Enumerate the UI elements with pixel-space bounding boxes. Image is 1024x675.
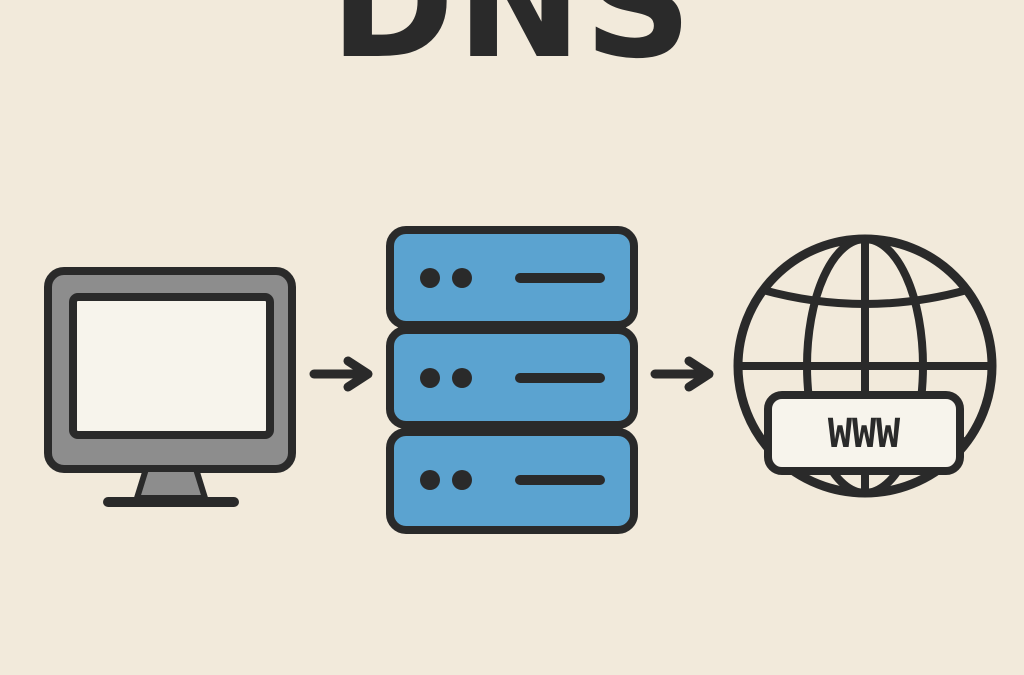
www-label: WWW bbox=[764, 391, 964, 475]
server-unit bbox=[386, 428, 638, 534]
diagram-title: DNS bbox=[329, 0, 695, 92]
server-unit bbox=[386, 326, 638, 429]
computer-monitor-icon bbox=[44, 267, 296, 507]
www-text: WWW bbox=[828, 411, 901, 457]
arrow-right-icon bbox=[309, 356, 373, 392]
server-unit bbox=[386, 226, 638, 329]
arrow-right-icon bbox=[650, 356, 714, 392]
server-rack-icon bbox=[386, 226, 638, 534]
